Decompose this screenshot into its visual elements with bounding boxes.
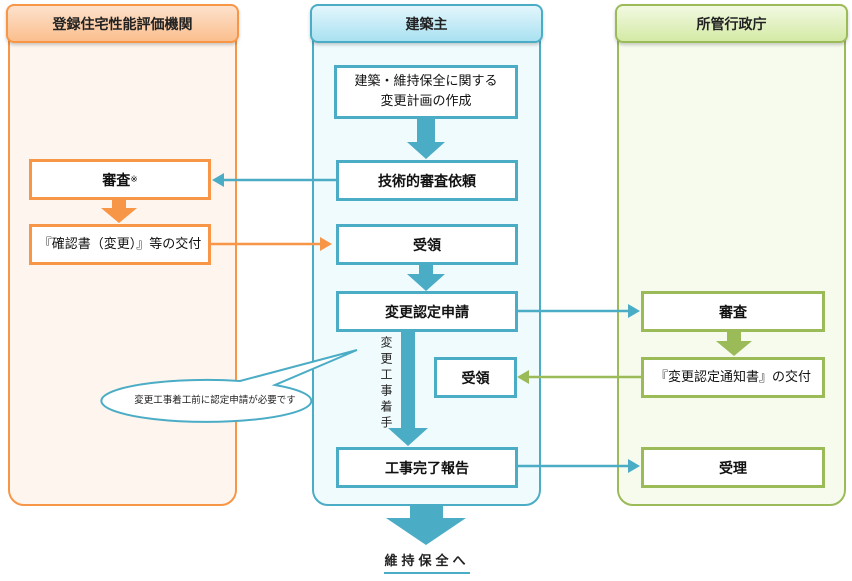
plan-line-1: 建築・維持保全に関する	[354, 74, 498, 89]
lane-right-header: 所管行政庁	[615, 4, 848, 43]
arrow-down-construction	[388, 331, 428, 446]
lane-left-body	[8, 30, 237, 506]
callout-text: 変更工事着工前に認定申請が必要です	[134, 395, 296, 406]
arrow-down-review-left	[101, 199, 137, 223]
lane-right-body	[617, 30, 846, 506]
box-receive-1: 受領	[336, 224, 518, 265]
arrow-down-plan	[407, 118, 445, 159]
footer-label: 維持保全へ	[384, 554, 470, 569]
arrow-down-review-right	[716, 331, 752, 356]
construction-start-label: 変更工事着手	[379, 336, 393, 432]
box-change-apply: 変更認定申請	[336, 291, 518, 332]
box-change-plan: 建築・維持保全に関する 変更計画の作成	[334, 65, 518, 119]
arrow-down-maintenance	[386, 505, 466, 545]
box-receive-2: 受領	[434, 357, 517, 398]
box-completion-report: 工事完了報告	[336, 447, 518, 488]
arrow-down-receive	[407, 264, 445, 291]
review-left-label: 審査	[102, 172, 131, 189]
box-review-right: 審査	[641, 291, 825, 332]
lane-center-header: 建築主	[310, 4, 543, 43]
box-review-left: 審査※	[29, 159, 211, 200]
box-confirm-issue: 『確認書（変更）』等の交付	[29, 224, 211, 265]
box-notice-issue: 『変更認定通知書』の交付	[641, 357, 825, 398]
review-note-mark: ※	[130, 174, 138, 185]
lane-left-header: 登録住宅性能評価機関	[6, 4, 239, 43]
plan-line-2: 変更計画の作成	[380, 94, 472, 109]
box-accept: 受理	[641, 447, 825, 488]
box-tech-request: 技術的審査依頼	[336, 160, 518, 201]
callout-bubble	[100, 349, 358, 423]
